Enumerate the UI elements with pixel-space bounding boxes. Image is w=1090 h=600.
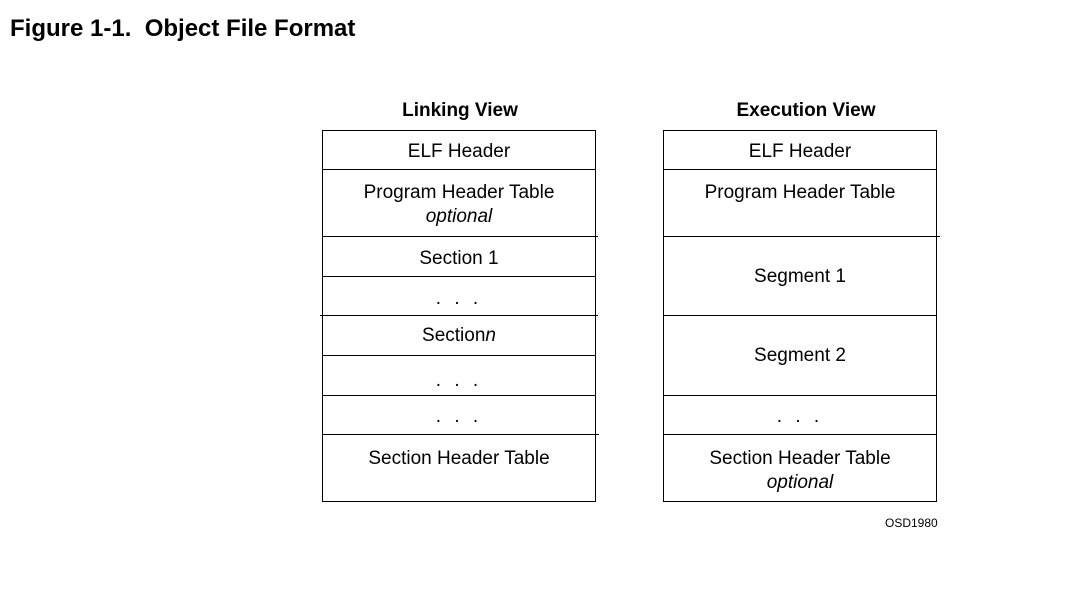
- execution-divider: [663, 169, 937, 170]
- linking-row-label: Section 1: [419, 248, 499, 269]
- linking-divider: [322, 395, 596, 396]
- linking-divider: [322, 276, 596, 277]
- execution-row-label: ELF Header: [748, 141, 852, 162]
- execution-view-box: ELF Header Program Header Table Segment …: [663, 130, 937, 502]
- linking-row-ellipsis-3: . . .: [323, 405, 595, 433]
- linking-row-elf-header: ELF Header: [323, 140, 595, 168]
- linking-divider: [322, 236, 598, 237]
- linking-row-label: ELF Header: [407, 141, 511, 162]
- figure-code: OSD1980: [885, 516, 938, 530]
- linking-row-section-n: Sectionn: [323, 324, 595, 352]
- execution-row-note: optional: [766, 472, 834, 493]
- linking-view-box: ELF Header Program Header Table optional…: [322, 130, 596, 502]
- linking-row-section-header-table: Section Header Table: [323, 447, 595, 475]
- linking-divider: [320, 315, 598, 316]
- execution-row-section-header-table: Section Header Table optional: [664, 447, 936, 499]
- execution-divider: [663, 434, 937, 435]
- figure-title: Figure 1-1. Object File Format: [10, 15, 356, 42]
- execution-row-ellipsis: . . .: [664, 405, 936, 433]
- section-n-italic: n: [485, 325, 496, 346]
- linking-divider: [322, 355, 596, 356]
- execution-row-elf-header: ELF Header: [664, 140, 936, 168]
- linking-divider: [322, 169, 596, 170]
- execution-row-program-header-table: Program Header Table: [664, 181, 936, 241]
- execution-row-segment-2: Segment 2: [664, 316, 936, 396]
- linking-row-label: . . .: [435, 406, 483, 427]
- execution-row-label: . . .: [776, 406, 824, 427]
- section-prefix: Section: [422, 325, 486, 346]
- linking-row-note: optional: [425, 206, 493, 227]
- linking-row-program-header-table: Program Header Table optional: [323, 181, 595, 241]
- execution-row-label: Program Header Table: [704, 182, 896, 203]
- linking-row-label: Section Header Table: [368, 448, 550, 469]
- linking-view-title: Linking View: [402, 100, 518, 121]
- execution-row-segment-1: Segment 1: [664, 237, 936, 317]
- execution-divider: [663, 236, 940, 237]
- linking-row-label: Program Header Table: [363, 182, 555, 203]
- execution-row-label: Section Header Table: [709, 448, 891, 469]
- linking-row-section-1: Section 1: [323, 247, 595, 275]
- linking-row-ellipsis-1: . . .: [323, 287, 595, 315]
- linking-row-label: Sectionn: [422, 324, 496, 348]
- execution-divider: [663, 315, 937, 316]
- linking-row-label: . . .: [435, 288, 483, 309]
- execution-row-label: Segment 1: [754, 266, 846, 287]
- execution-view-title: Execution View: [736, 100, 876, 121]
- linking-row-ellipsis-2: . . .: [323, 369, 595, 397]
- execution-row-label: Segment 2: [754, 345, 846, 366]
- linking-divider: [322, 434, 599, 435]
- execution-divider: [663, 395, 937, 396]
- linking-row-label: . . .: [435, 370, 483, 391]
